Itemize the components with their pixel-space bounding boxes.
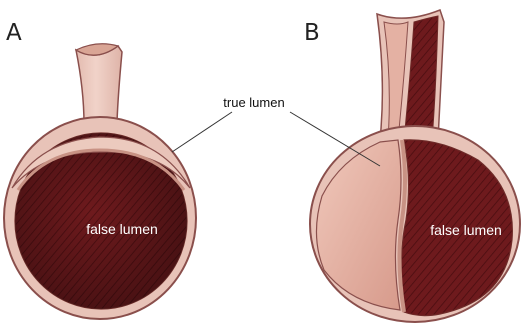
- true-lumen-leader-a: [172, 112, 232, 152]
- panel-a: A false lumen: [4, 20, 196, 319]
- true-lumen-label: true lumen: [223, 95, 284, 110]
- panel-b-letter: B: [304, 20, 320, 46]
- panel-b-true-lumen: [316, 140, 401, 310]
- panel-b: B false lumen: [304, 10, 520, 322]
- panel-a-false-lumen-label: false lumen: [86, 221, 158, 237]
- panel-b-false-lumen-label: false lumen: [430, 222, 502, 238]
- panel-a-letter: A: [6, 20, 22, 46]
